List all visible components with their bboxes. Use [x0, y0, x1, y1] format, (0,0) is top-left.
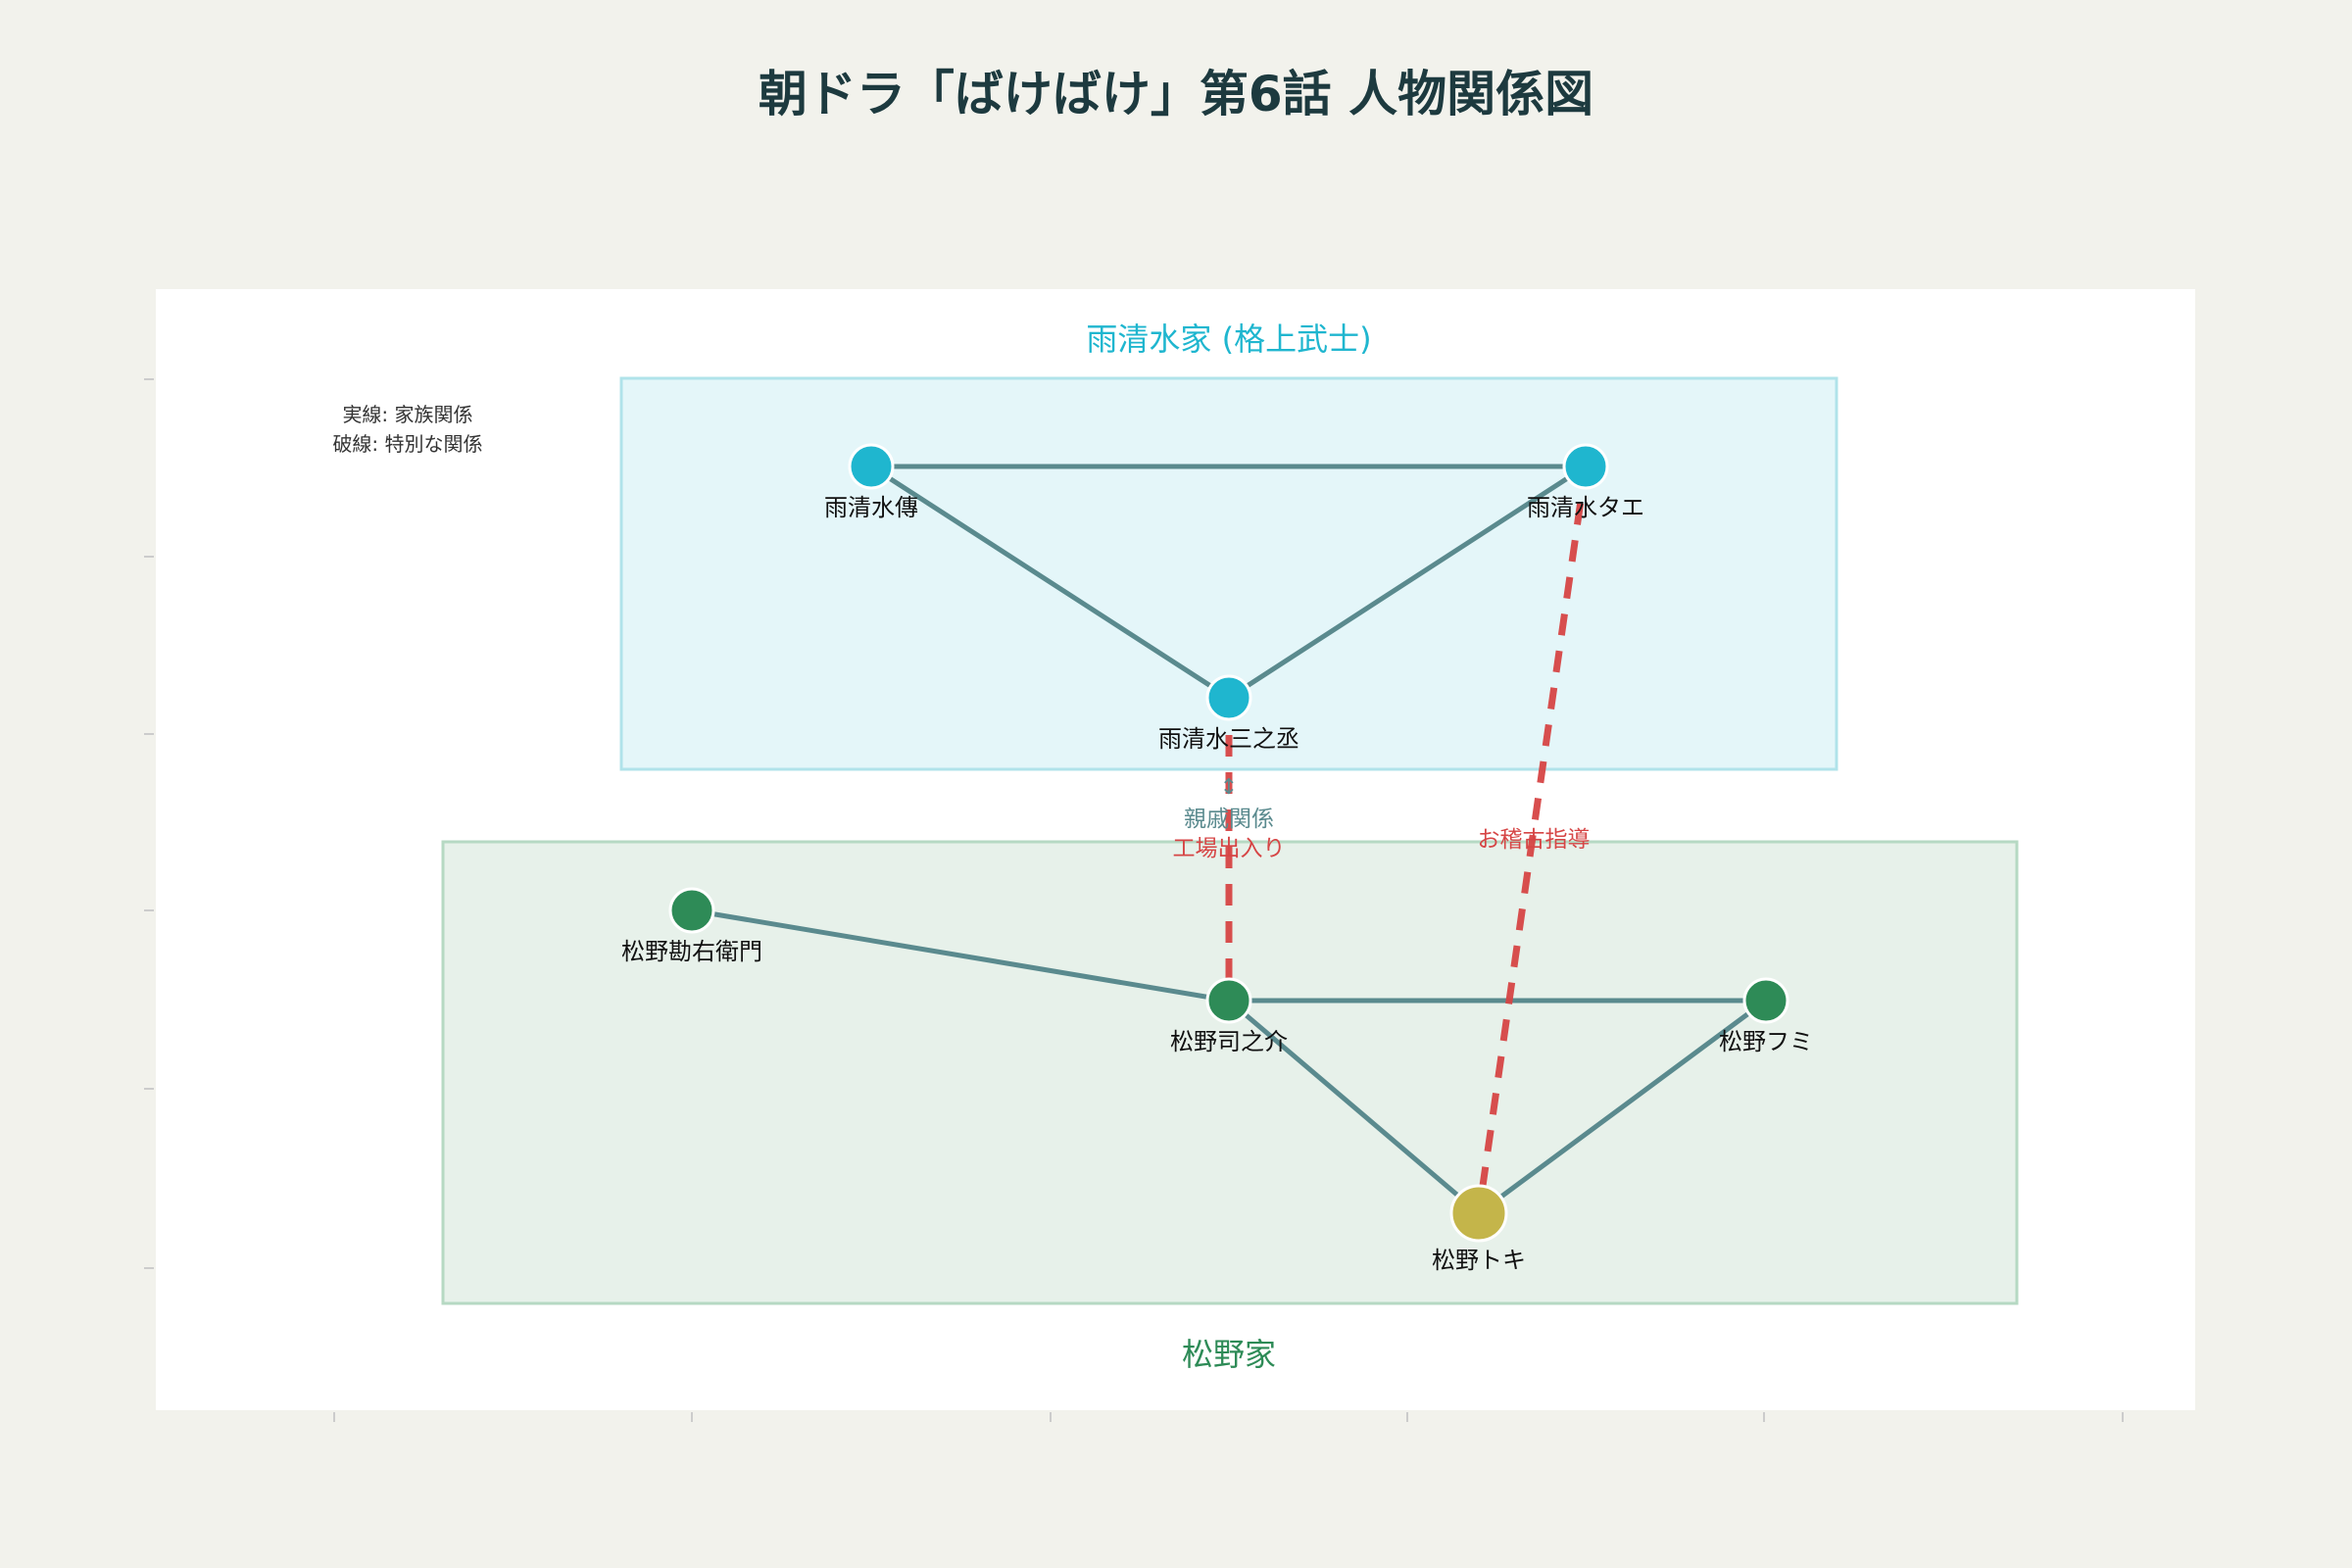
node-circle[interactable] [1742, 977, 1789, 1024]
group-label-matsuno: 松野家 [1182, 1336, 1276, 1373]
node-kanemon[interactable]: 松野勘右衛門 [621, 887, 762, 965]
edge-label: お稽古指導 [1478, 827, 1591, 853]
node-circle[interactable] [1205, 674, 1252, 721]
legend-dashed: 破線: 特別な関係 [332, 432, 482, 456]
edge-tae-toki [1475, 466, 1590, 1214]
node-label: 松野勘右衛門 [621, 938, 762, 965]
edge-label: 工場出入り [1173, 836, 1286, 861]
node-circle[interactable] [1205, 977, 1252, 1024]
node-label: 雨清水傳 [824, 494, 918, 521]
node-label: 雨清水タエ [1527, 494, 1644, 521]
node-tsukasanosuke[interactable]: 松野司之介 [1170, 977, 1288, 1055]
node-circle[interactable] [848, 443, 895, 490]
node-circle[interactable] [668, 887, 715, 934]
node-label: 松野フミ [1719, 1028, 1813, 1055]
node-fumi[interactable]: 松野フミ [1719, 977, 1813, 1055]
edges [691, 464, 1768, 1216]
node-circle[interactable] [1449, 1184, 1508, 1243]
node-den[interactable]: 雨清水傳 [824, 443, 918, 521]
edge-kanemon-tsukasanosuke [691, 907, 1230, 1004]
edge-tae-sannojo [1227, 464, 1588, 701]
node-label: 松野司之介 [1170, 1028, 1288, 1055]
node-sannojo[interactable]: 雨清水三之丞 [1158, 674, 1299, 753]
diagram-title: 朝ドラ「ばけばけ」第6話 人物関係図 [759, 66, 1593, 122]
node-toki[interactable]: 松野トキ [1432, 1184, 1526, 1274]
node-label: 松野トキ [1432, 1247, 1526, 1274]
edge-tsukasanosuke-toki [1227, 999, 1481, 1215]
node-circle[interactable] [1562, 443, 1609, 490]
edge-label: 親戚関係 [1184, 807, 1274, 832]
edge-fumi-toki [1477, 998, 1768, 1216]
node-tae[interactable]: 雨清水タエ [1527, 443, 1644, 521]
edge-den-sannojo [869, 464, 1231, 701]
axis-ticks [144, 378, 2124, 1422]
edge-arrow-label: ↕ [1220, 775, 1238, 800]
node-label: 雨清水三之丞 [1158, 725, 1299, 753]
legend-solid: 実線: 家族関係 [342, 403, 472, 426]
group-label-ameshimizu: 雨清水家 (格上武士) [1086, 320, 1371, 358]
